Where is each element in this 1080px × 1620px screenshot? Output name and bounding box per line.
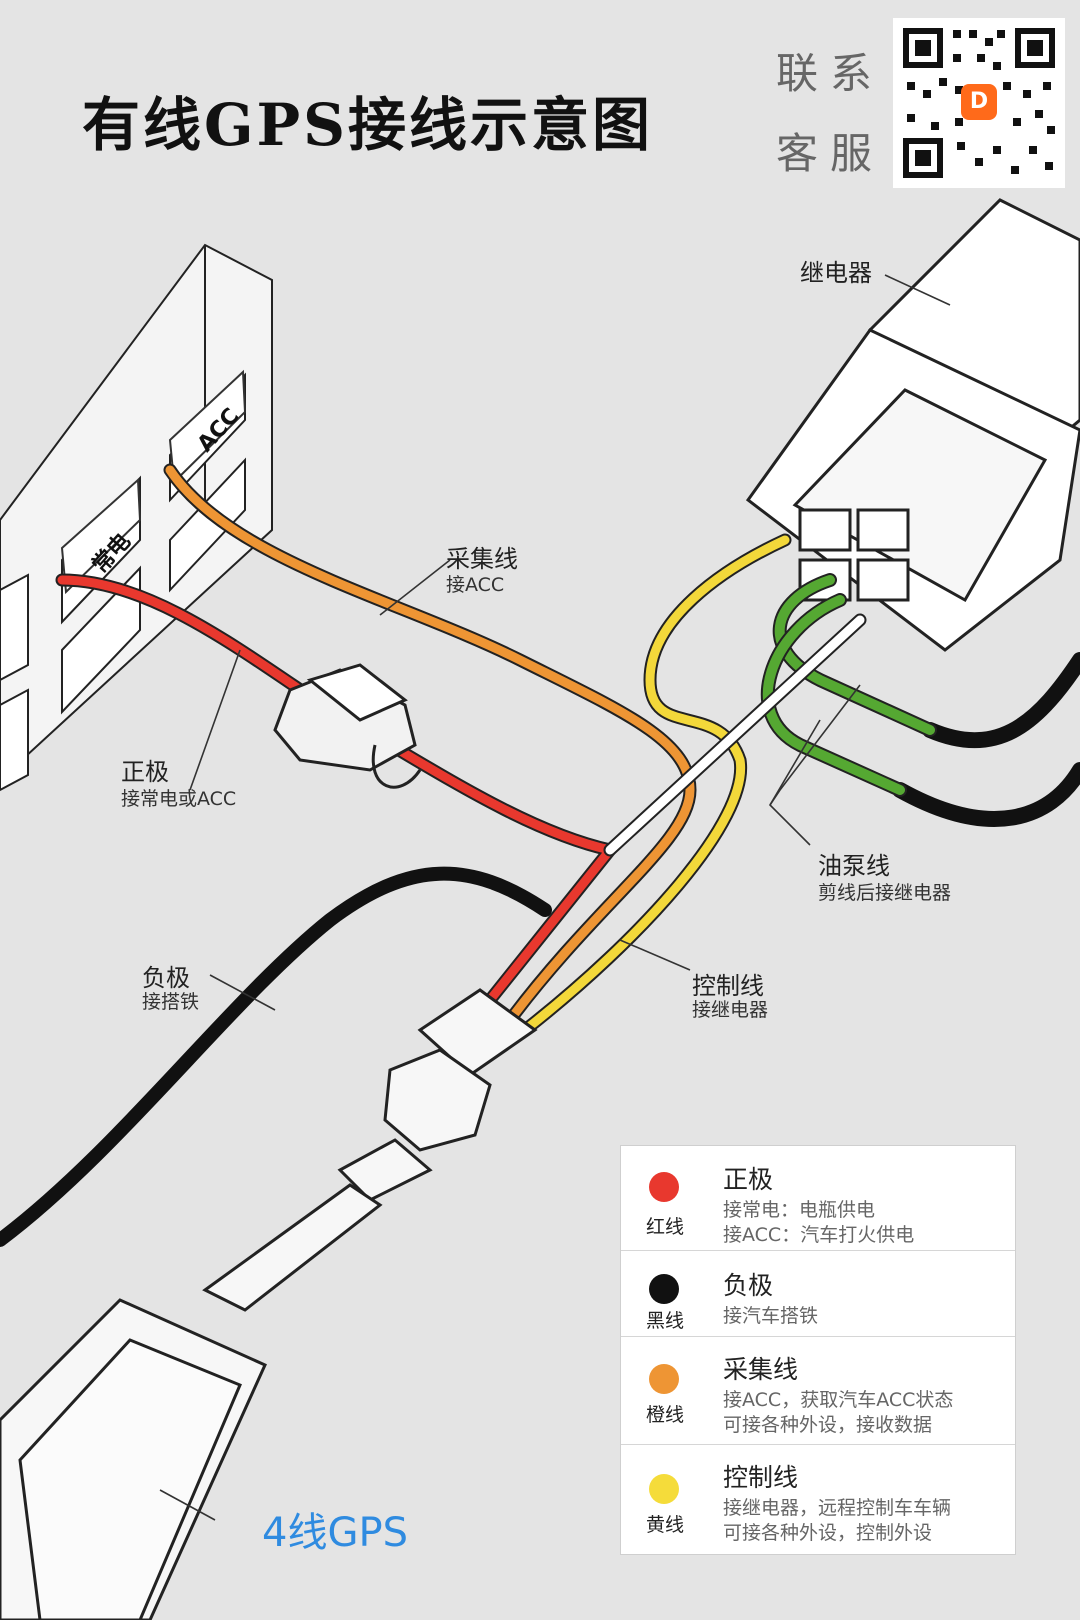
- contact-line-1: 联系: [776, 49, 885, 98]
- positive-wire-title: 正极: [121, 758, 169, 786]
- legend-desc-line: 可接各种外设，接收数据: [723, 1414, 933, 1436]
- inline-fuse-holder: [273, 663, 422, 789]
- legend-desc-line: 接汽车搭铁: [723, 1305, 819, 1327]
- legend-desc-line: 接ACC：汽车打火供电: [723, 1224, 915, 1246]
- legend-row-yellow: 黄线 控制线 接继电器，远程控制车车辆 可接各种外设，控制外设: [621, 1444, 1015, 1554]
- negative-wire-title: 负极: [142, 964, 190, 992]
- legend-desc-line: 接继电器，远程控制车车辆: [723, 1497, 952, 1519]
- legend-title: 负极: [723, 1271, 774, 1300]
- control-wire-title: 控制线: [692, 972, 764, 1000]
- qr-code-graphic: [903, 28, 1055, 178]
- legend-row-black: 黑线 负极 接汽车搭铁: [621, 1250, 1015, 1337]
- page-title: 有线GPS接线示意图: [82, 91, 654, 159]
- positive-wire-sub: 接常电或ACC: [121, 788, 237, 810]
- control-wire-sub: 接继电器: [692, 999, 769, 1021]
- gps-device-label: 4线GPS: [262, 1510, 408, 1556]
- legend-color-name: 红线: [645, 1216, 684, 1238]
- legend-title: 采集线: [723, 1355, 799, 1384]
- legend-color-name: 黑线: [645, 1310, 684, 1332]
- qr-code[interactable]: D: [893, 18, 1065, 188]
- legend-color-name: 橙线: [645, 1404, 684, 1426]
- legend-desc-line: 接常电：电瓶供电: [723, 1199, 876, 1221]
- legend-color-name: 黄线: [645, 1514, 684, 1536]
- wire-color-legend: 红线 正极 接常电：电瓶供电 接ACC：汽车打火供电 黑线 负极 接汽车搭铁 橙…: [620, 1145, 1016, 1555]
- leader-lines: [159, 274, 951, 1521]
- legend-row-red: 红线 正极 接常电：电瓶供电 接ACC：汽车打火供电: [621, 1146, 1015, 1251]
- orange-dot-icon: [649, 1364, 679, 1394]
- fuel-pump-wire-sub: 剪线后接继电器: [818, 882, 952, 904]
- negative-wire-sub: 接搭铁: [142, 991, 200, 1013]
- legend-desc-line: 接ACC，获取汽车ACC状态: [723, 1389, 954, 1411]
- black-dot-icon: [649, 1274, 679, 1304]
- legend-row-orange: 橙线 采集线 接ACC，获取汽车ACC状态 可接各种外设，接收数据: [621, 1336, 1015, 1445]
- collect-wire-title: 采集线: [446, 545, 518, 573]
- qr-logo-badge: D: [969, 89, 989, 114]
- legend-desc-line: 可接各种外设，控制外设: [723, 1522, 933, 1544]
- fuel-pump-wire-title: 油泵线: [818, 852, 890, 880]
- yellow-dot-icon: [649, 1474, 679, 1504]
- collect-wire-sub: 接ACC: [446, 574, 505, 596]
- wire-connector: [383, 988, 538, 1152]
- contact-line-2: 客服: [776, 129, 885, 178]
- legend-title: 正极: [723, 1165, 774, 1194]
- relay-label: 继电器: [800, 259, 872, 287]
- legend-title: 控制线: [723, 1463, 799, 1492]
- red-dot-icon: [649, 1172, 679, 1202]
- gps-device: [0, 1138, 433, 1620]
- relay: [745, 198, 1080, 652]
